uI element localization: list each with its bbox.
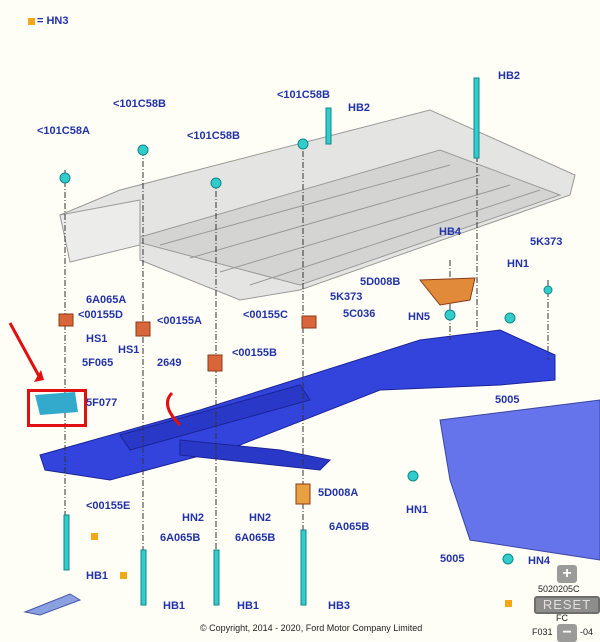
callout-2649[interactable]: 2649 [157, 357, 182, 369]
callout-5c036[interactable]: 5C036 [343, 308, 376, 320]
callout-5k373[interactable]: 5K373 [530, 236, 563, 248]
callout-5f077[interactable]: 5F077 [86, 397, 118, 409]
callout-6a065a[interactable]: 6A065A [86, 294, 127, 306]
callout-5005[interactable]: 5005 [495, 394, 520, 406]
callout-hb3[interactable]: HB3 [328, 600, 351, 612]
callout-00155e[interactable]: <00155E [86, 500, 131, 512]
callout-hb1[interactable]: HB1 [237, 600, 260, 612]
callout-101c58b[interactable]: <101C58B [187, 130, 240, 142]
fasteners [59, 77, 553, 606]
zoom-in-button[interactable]: + [557, 565, 577, 583]
body-mounts [58, 277, 476, 505]
body-shell [59, 109, 576, 301]
callout-hb2[interactable]: HB2 [498, 70, 521, 82]
callout-hs1[interactable]: HS1 [86, 333, 108, 345]
legend-text: = HN3 [37, 15, 69, 27]
copyright: © Copyright, 2014 - 2020, Ford Motor Com… [200, 623, 423, 633]
zoom-out-button[interactable]: − [557, 624, 577, 642]
callout-hb4[interactable]: HB4 [439, 226, 462, 238]
callout-6a065b[interactable]: 6A065B [160, 532, 201, 544]
callout-101c58b[interactable]: <101C58B [277, 89, 330, 101]
callout-101c58b[interactable]: <101C58B [113, 98, 166, 110]
front-direction-arrow [23, 593, 82, 616]
callout-hn5[interactable]: HN5 [408, 311, 431, 323]
red-curved-arrow [166, 391, 182, 427]
hn3-legend-swatch [28, 18, 35, 25]
callout-5d008b[interactable]: 5D008B [360, 276, 401, 288]
callout-hb2[interactable]: HB2 [348, 102, 371, 114]
callout-hs1[interactable]: HS1 [118, 344, 140, 356]
callout-00155c[interactable]: <00155C [243, 309, 288, 321]
figure-code-right: -04 [580, 627, 594, 637]
callout-101c58a[interactable]: <101C58A [37, 125, 90, 137]
callout-5005[interactable]: 5005 [440, 553, 465, 565]
callout-5f065[interactable]: 5F065 [82, 357, 114, 369]
figure-code-left: F031 [532, 627, 553, 637]
callout-00155a[interactable]: <00155A [157, 315, 202, 327]
callout-5d008a[interactable]: 5D008A [318, 487, 359, 499]
red-arrow-head [34, 370, 44, 382]
red-arrow [8, 322, 42, 379]
reset-button[interactable]: RESET [534, 596, 600, 614]
callout-6a065b[interactable]: 6A065B [235, 532, 276, 544]
callout-hb1[interactable]: HB1 [86, 570, 109, 582]
callout-hn2[interactable]: HN2 [249, 512, 272, 524]
figure-code: 5020205C [538, 584, 580, 594]
callout-6a065b[interactable]: 6A065B [329, 521, 370, 533]
callout-hn4[interactable]: HN4 [528, 555, 551, 567]
callout-hn1[interactable]: HN1 [507, 258, 530, 270]
frame-5005 [39, 329, 600, 561]
callout-hn2[interactable]: HN2 [182, 512, 205, 524]
highlight-box-5f077 [27, 389, 87, 427]
hn3-markers [91, 533, 512, 607]
callout-00155d[interactable]: <00155D [78, 309, 123, 321]
callout-5k373[interactable]: 5K373 [330, 291, 363, 303]
callout-hn1[interactable]: HN1 [406, 504, 429, 516]
callout-hb1[interactable]: HB1 [163, 600, 186, 612]
callout-00155b[interactable]: <00155B [232, 347, 277, 359]
bracket-5f077 [35, 392, 78, 415]
figure-code-fc: FC [556, 613, 568, 623]
